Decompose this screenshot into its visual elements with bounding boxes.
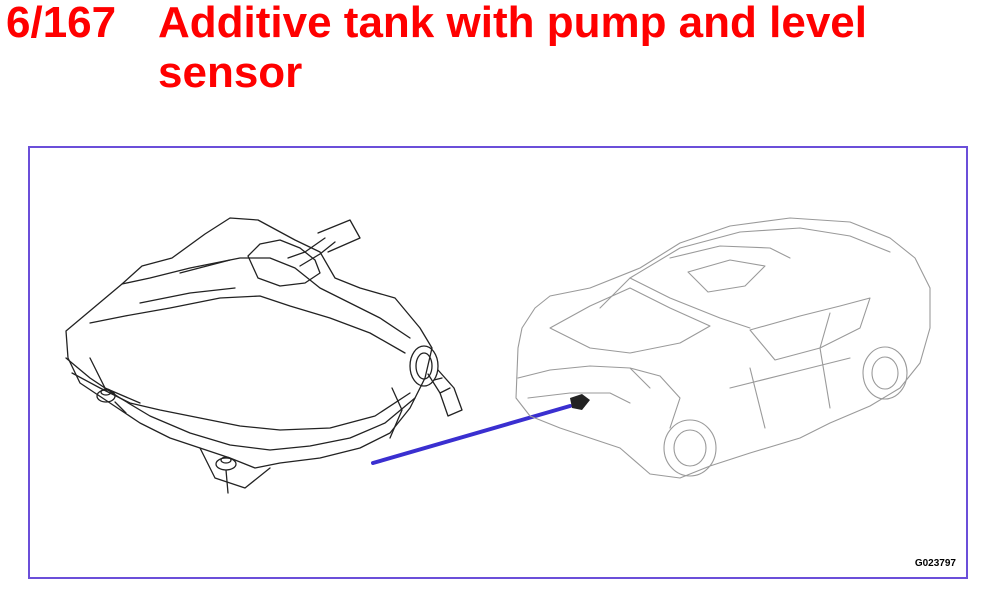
car-drawing — [515, 217, 931, 479]
tank-location-marker — [570, 394, 590, 410]
pointer-line — [371, 404, 572, 465]
illustration — [65, 217, 931, 494]
slide-title: Additive tank with pump and level sensor — [158, 0, 867, 97]
slide-number: 6/167 — [6, 0, 117, 47]
illustration-frame: G023797 — [28, 146, 968, 579]
additive-tank-drawing — [65, 217, 463, 494]
figure-code: G023797 — [914, 558, 956, 569]
